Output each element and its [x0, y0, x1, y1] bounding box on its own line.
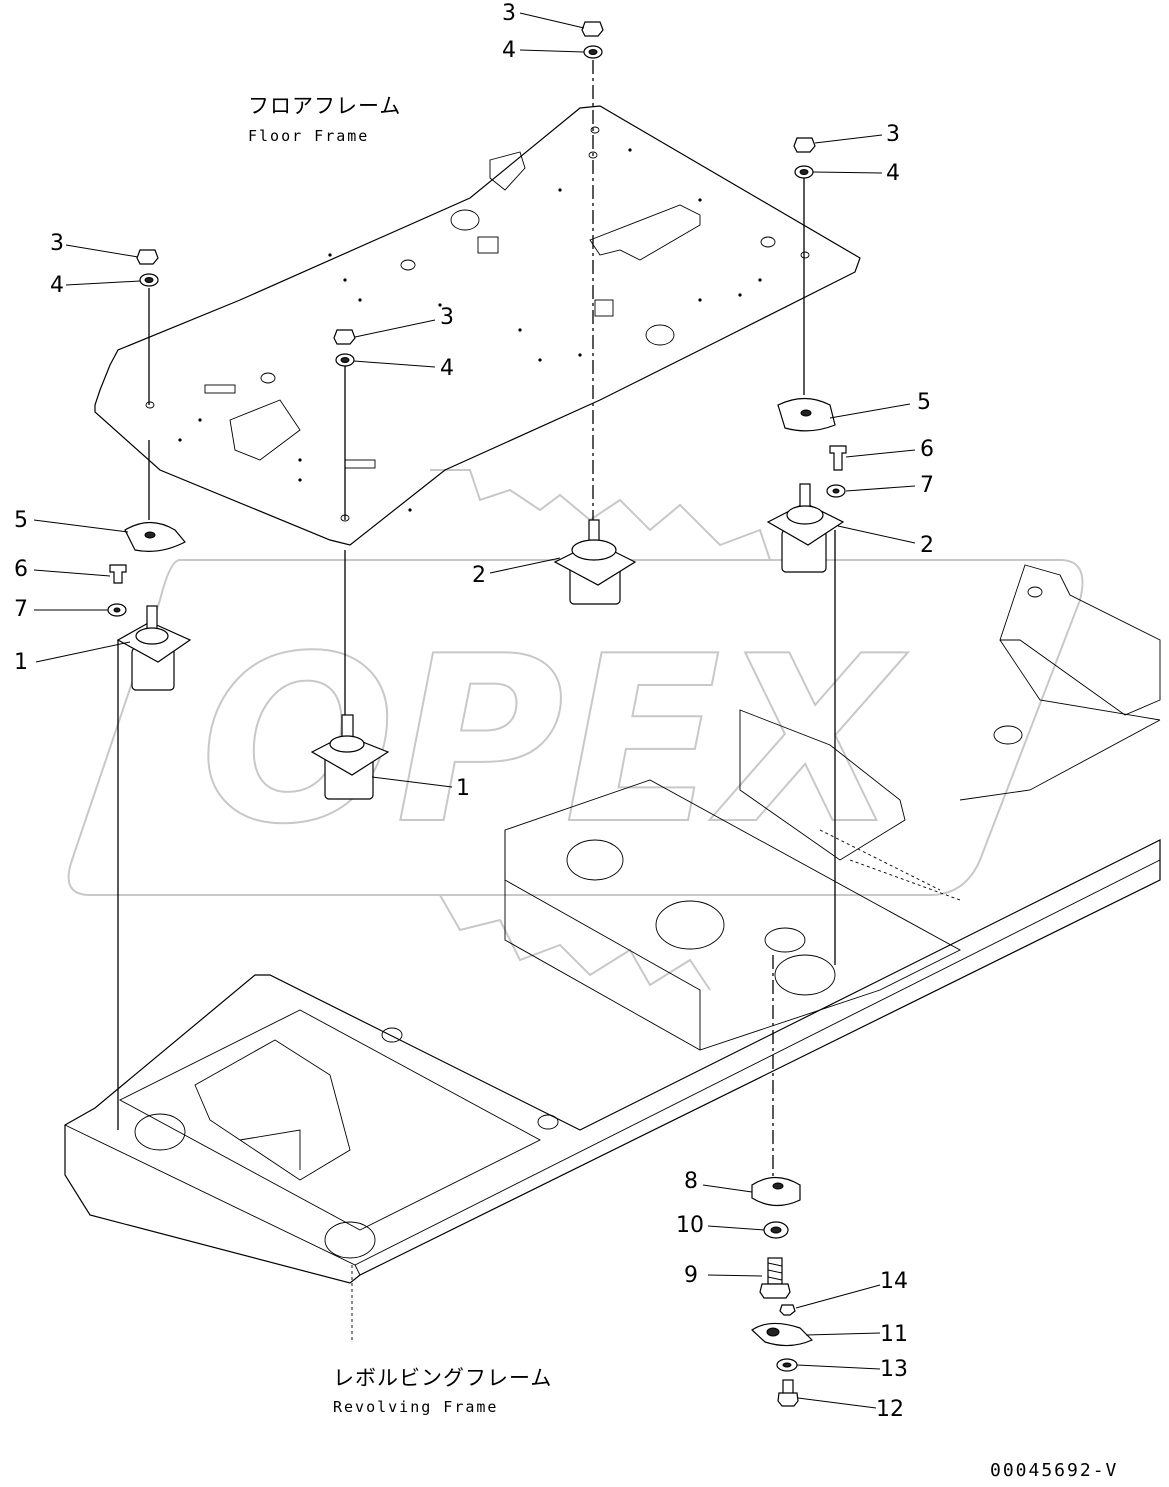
mount-part-2	[553, 483, 845, 605]
callout-3: 3	[440, 305, 454, 330]
revolving-frame-label: レボルビングフレーム Revolving Frame	[333, 1366, 552, 1416]
callout-3: 3	[886, 122, 900, 147]
drawing-number: 00045692-V	[990, 1460, 1118, 1481]
revolving-frame	[64, 564, 1161, 1284]
bolt-part-6	[109, 445, 847, 584]
watermark-text: OPEX	[199, 607, 909, 876]
callout-3: 3	[502, 1, 516, 26]
callout-numbers: 3 4 3 4 3 4 3 4 5 5 6 6 7 7 1 1 2 2 8 10…	[14, 1, 934, 1422]
lower-hardware-stack	[751, 1176, 814, 1407]
callout-8: 8	[684, 1169, 698, 1194]
callout-1: 1	[456, 776, 470, 801]
callout-9: 9	[684, 1263, 698, 1288]
callout-1: 1	[14, 650, 28, 675]
callout-4: 4	[440, 356, 454, 381]
callout-11: 11	[880, 1322, 908, 1347]
callout-6: 6	[14, 557, 28, 582]
revolving-frame-label-jp: レボルビングフレーム	[333, 1366, 552, 1390]
mount-part-1	[116, 605, 390, 800]
floor-frame-label-en: Floor Frame	[248, 127, 369, 145]
assembly-center-lines	[117, 60, 836, 1340]
floor-frame-label-jp: フロアフレーム	[248, 94, 401, 118]
callout-14: 14	[880, 1269, 908, 1294]
callout-5: 5	[14, 508, 28, 533]
callout-3: 3	[50, 231, 64, 256]
nut-part-3	[136, 21, 816, 345]
plate-part-5	[124, 397, 836, 552]
callout-10: 10	[676, 1213, 704, 1238]
washer-part-7	[107, 484, 846, 617]
callout-4: 4	[886, 161, 900, 186]
watermark-logo: OPEX	[67, 469, 1084, 991]
callout-4: 4	[50, 273, 64, 298]
bolt-part-12	[777, 1379, 799, 1407]
svg-text:OPEX: OPEX	[200, 608, 908, 875]
revolving-frame-label-en: Revolving Frame	[333, 1398, 498, 1416]
bracket-part-11	[751, 1322, 814, 1347]
callout-2: 2	[920, 533, 934, 558]
callout-12: 12	[876, 1397, 904, 1422]
callout-leaders	[33, 12, 916, 1409]
callout-5: 5	[917, 390, 931, 415]
washer-part-4	[139, 45, 814, 367]
callout-13: 13	[880, 1357, 908, 1382]
floor-frame-label: フロアフレーム Floor Frame	[248, 94, 401, 145]
callout-4: 4	[502, 38, 516, 63]
nut-part-14	[779, 1304, 796, 1316]
callout-2: 2	[472, 563, 486, 588]
callout-6: 6	[920, 437, 934, 462]
plate-part-8	[751, 1176, 801, 1207]
callout-7: 7	[920, 473, 934, 498]
floor-frame-plate	[94, 105, 861, 546]
callout-7: 7	[14, 597, 28, 622]
bolt-part-9	[759, 1257, 791, 1299]
